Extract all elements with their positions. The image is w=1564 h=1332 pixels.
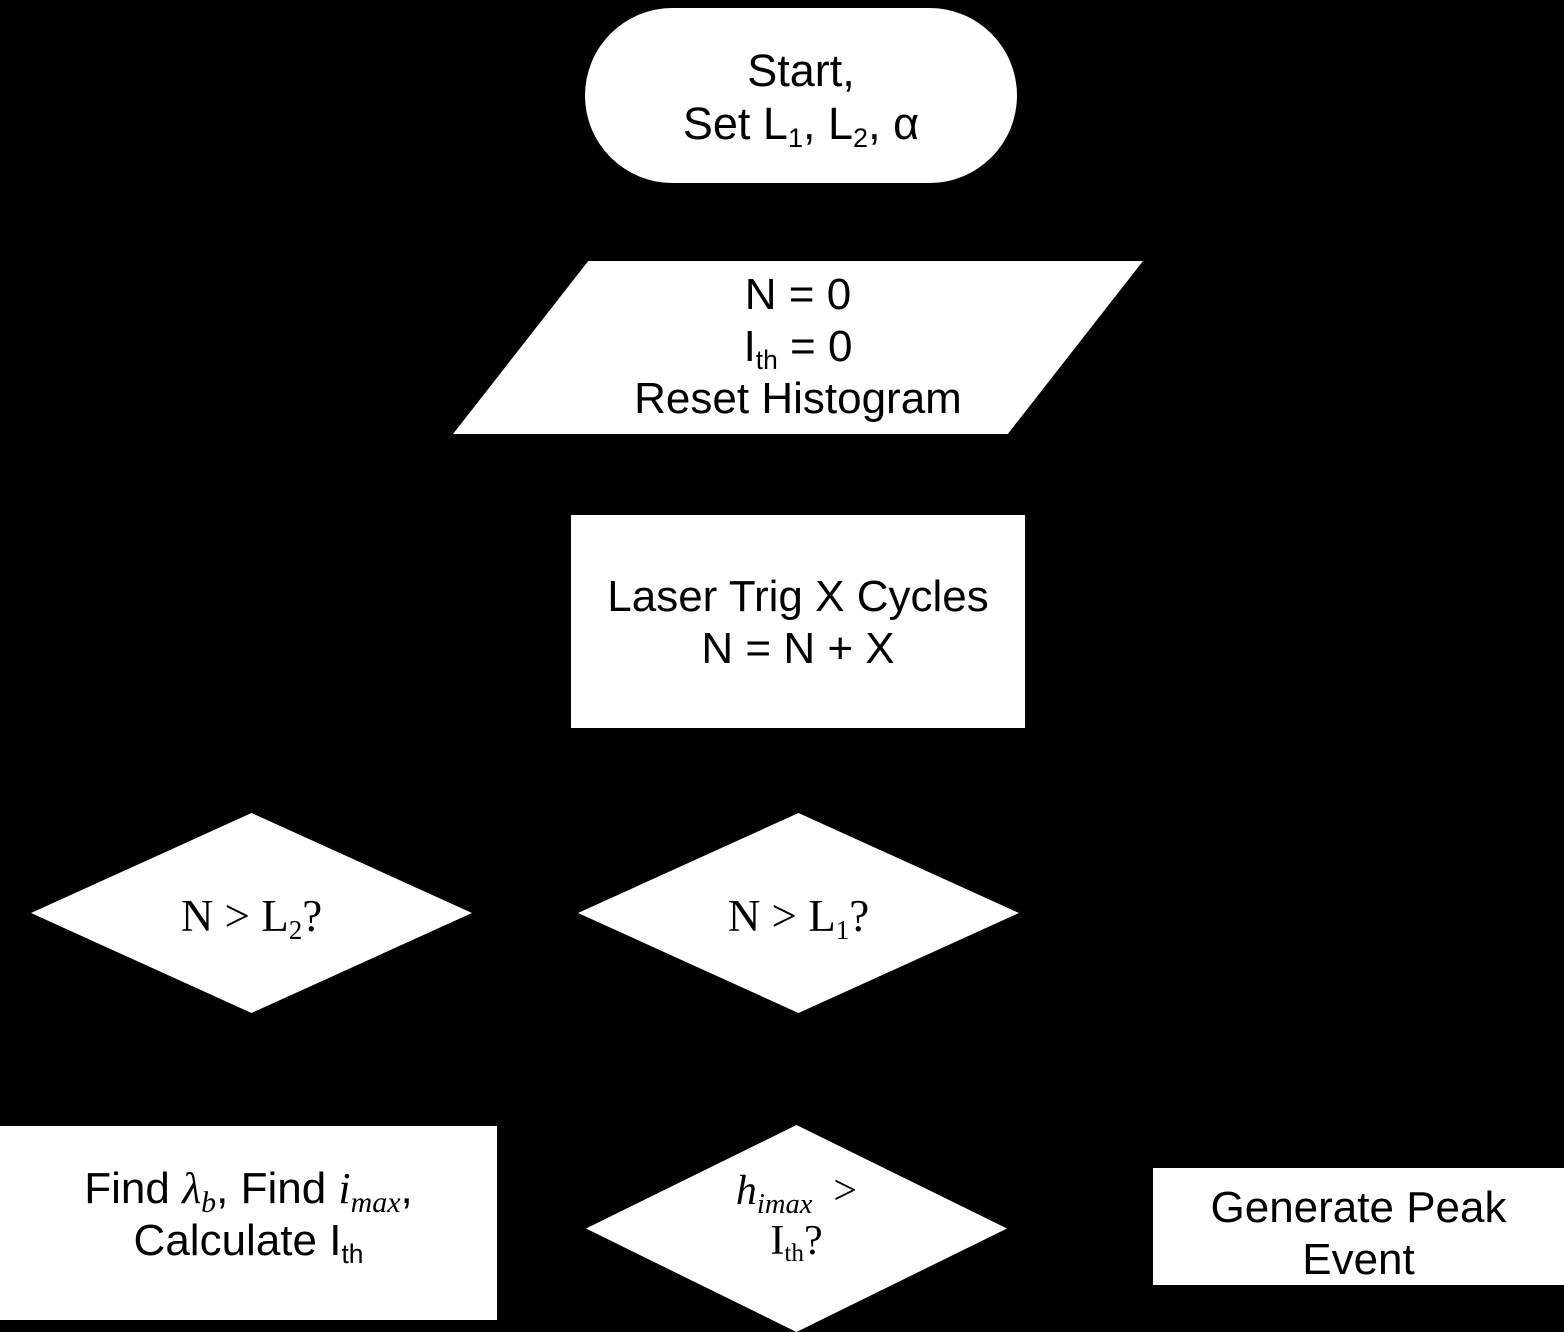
node-find-label: Find λb, Find imax,Calculate Ith [0,1163,497,1267]
node-find-i-glyph: i [338,1164,351,1213]
node-decision-n-gt-l2[interactable]: N > L2? [31,813,472,1013]
diamond-shape [31,813,472,1013]
node-peak-line2: Event [1302,1234,1415,1284]
node-find-line2: Calculate Ith [133,1215,364,1267]
node-find-line1-c: , [400,1164,413,1213]
node-start-terminator[interactable]: Start,Set L1, L2, α [585,8,1017,183]
node-find-line1-a: Find [84,1164,183,1213]
node-start-line2-mid: , L [803,98,854,150]
node-peak-line1: Generate Peak [1210,1183,1507,1232]
node-find-lambda-process[interactable]: Find λb, Find imax,Calculate Ith [0,1126,497,1320]
node-start-line2-prefix: Set L [682,98,788,150]
node-start-line2-sub2: 2 [853,123,869,154]
node-find-lambda: λb [182,1164,216,1217]
diamond-shape [586,1125,1007,1332]
node-start-line1: Start, [747,45,855,96]
node-find-i-sub: max [350,1185,401,1219]
node-find-line1-b: , Find [216,1164,339,1213]
node-find-line2-a: Calculate I [133,1215,342,1265]
node-find-line1: Find λb, Find imax, [84,1164,413,1217]
node-find-lambda-glyph: λ [182,1164,202,1213]
node-start-line2: Set L1, L2, α [682,98,920,152]
node-find-imax: imax [338,1164,400,1217]
node-decision-n-gt-l1[interactable]: N > L1? [578,813,1019,1013]
parallelogram-shape [453,261,1143,434]
node-find-lambda-sub: b [201,1185,217,1219]
node-decision-h-gt-ith[interactable]: himax >Ith? [586,1125,1007,1332]
node-start-line2-suffix: , α [868,98,920,150]
node-start-label: Start,Set L1, L2, α [585,44,1017,152]
node-laser-line2: N = N + X [701,623,895,673]
node-find-line2-sub: th [341,1238,364,1269]
diamond-shape [578,813,1019,1013]
node-start-line2-sub1: 1 [787,123,803,154]
node-laser-line1: Laser Trig X Cycles [607,572,989,621]
